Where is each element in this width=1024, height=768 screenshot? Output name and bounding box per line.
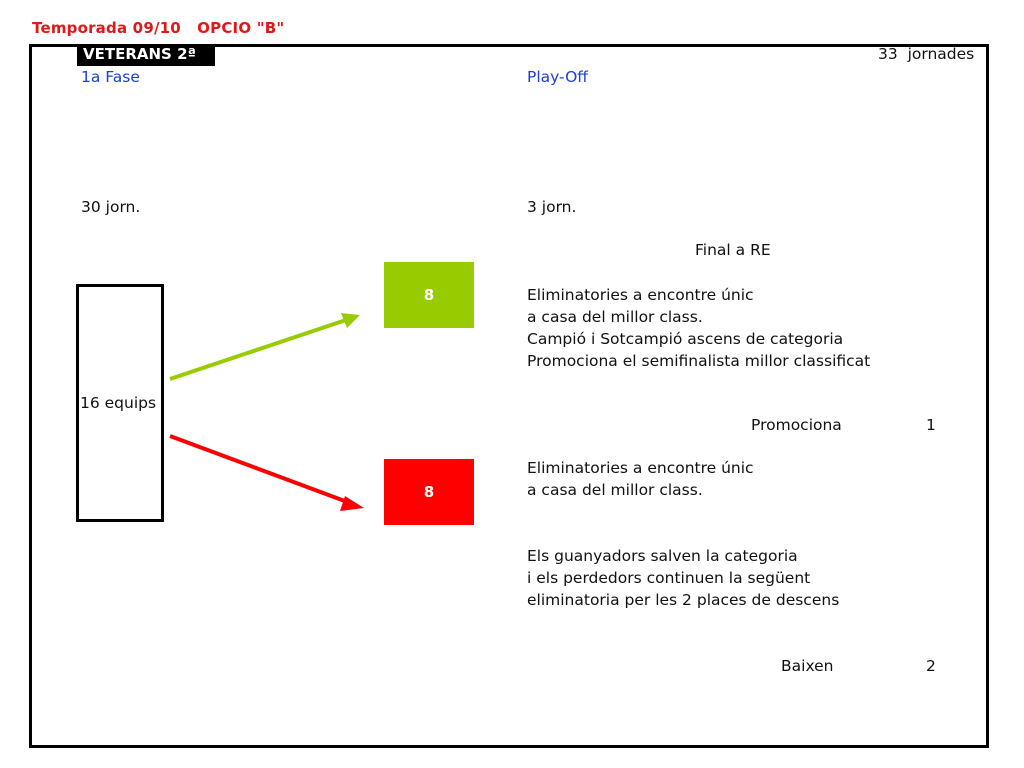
relegation-count: 2 (926, 657, 936, 675)
top-group-line: Campió i Sotcampió ascens de categoria (527, 330, 844, 348)
promotion-label: Promociona (751, 416, 842, 434)
category-label: VETERANS 2ª (77, 44, 215, 66)
teams-count: 16 equips (80, 394, 157, 412)
final-label: Final a RE (695, 241, 771, 259)
playoff-title: Play-Off (527, 68, 588, 86)
bottom-group-line: a casa del millor class. (527, 481, 703, 499)
top-group-line: Eliminatories a encontre únic (527, 286, 754, 304)
bottom-group-box: 8 (384, 459, 474, 525)
bottom-group-line: Eliminatories a encontre únic (527, 459, 754, 477)
green-arrow (169, 313, 360, 381)
teams-box (76, 284, 164, 522)
total-rounds: 33 jornades (878, 45, 975, 63)
red-arrow (169, 434, 364, 511)
bottom-note-line: eliminatoria per les 2 places de descens (527, 591, 840, 609)
top-group-line: Promociona el semifinalista millor class… (527, 352, 871, 370)
bottom-note-line: Els guanyadors salven la categoria (527, 547, 798, 565)
top-group-line: a casa del millor class. (527, 308, 703, 326)
page-title: Temporada 09/10 OPCIO "B" (32, 19, 285, 37)
diagram-frame (29, 44, 989, 748)
phase1-rounds: 30 jorn. (81, 198, 141, 216)
top-group-box: 8 (384, 262, 474, 328)
relegation-label: Baixen (781, 657, 834, 675)
bottom-note-line: i els perdedors continuen la següent (527, 569, 811, 587)
phase1-title: 1a Fase (81, 68, 140, 86)
promotion-count: 1 (926, 416, 936, 434)
playoff-rounds: 3 jorn. (527, 198, 577, 216)
